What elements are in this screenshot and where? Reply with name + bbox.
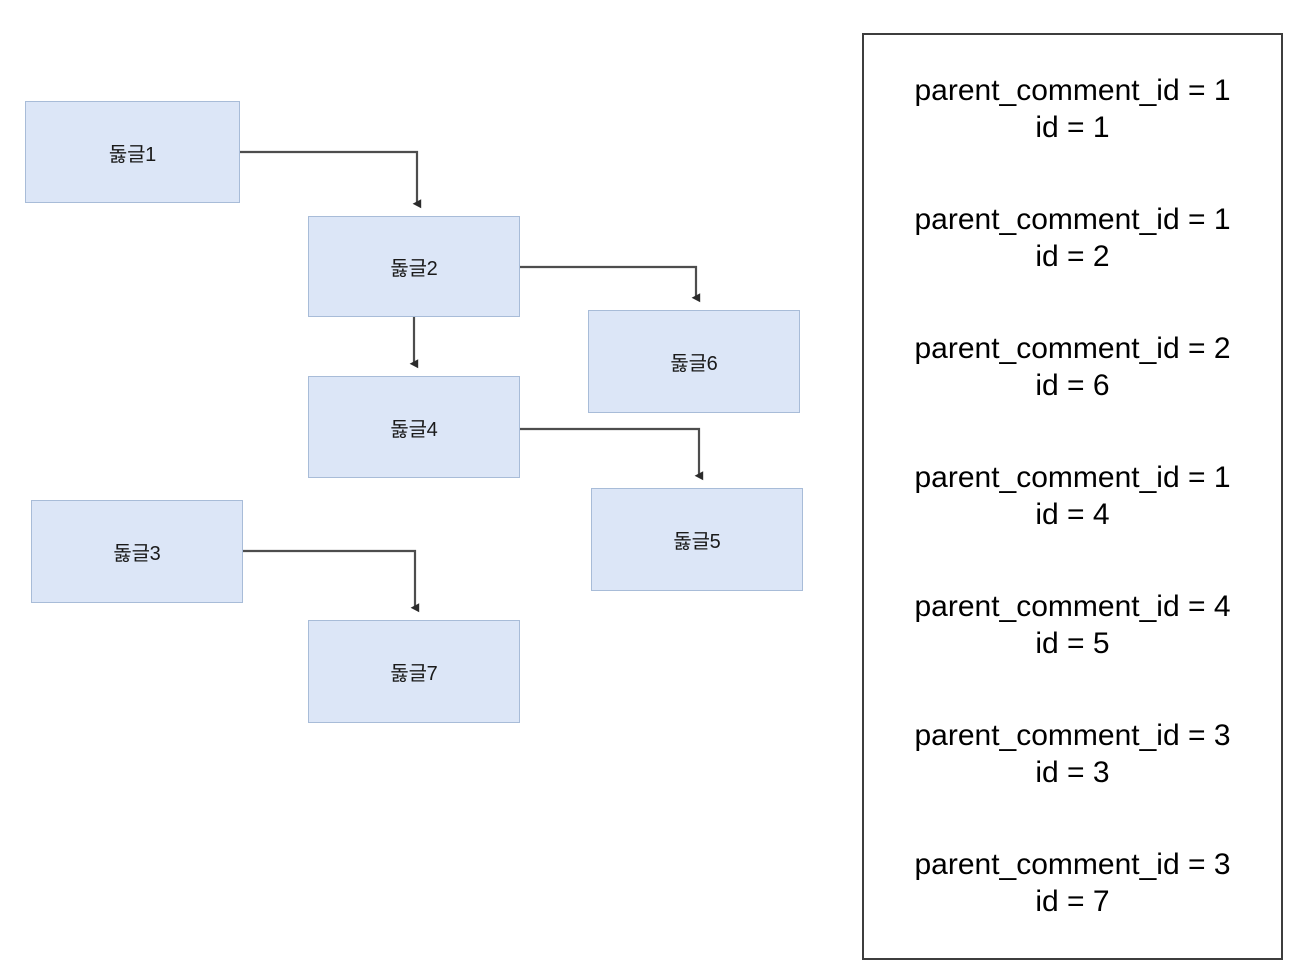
node-comment4[interactable]: 돓글4 [308,376,520,478]
record-id: id = 1 [1035,110,1110,144]
record-id: id = 6 [1035,368,1110,402]
node-comment2[interactable]: 돓글2 [308,216,520,317]
node-comment3[interactable]: 돓글3 [31,500,243,603]
node-label: 돓글4 [390,418,438,441]
record-id: id = 3 [1035,755,1110,789]
record-parent-id: parent_comment_id = 1 [914,202,1231,236]
record-parent-id: parent_comment_id = 3 [914,847,1231,881]
edge-comment1-comment2 [240,150,422,209]
record-parent-id: parent_comment_id = 1 [914,73,1231,107]
node-label: 돓글7 [390,663,438,685]
node-label: 돓글6 [670,353,718,375]
edge-comment2-comment6 [520,265,701,303]
node-comment6[interactable]: 돓글6 [588,310,800,413]
comment-records-panel: parent_comment_id = 1 id = 1 parent_comm… [862,33,1283,960]
record-item: parent_comment_id = 1 id = 2 [878,202,1267,275]
node-label: 돓글1 [108,143,157,166]
record-parent-id: parent_comment_id = 1 [914,460,1231,494]
record-item: parent_comment_id = 1 id = 4 [878,460,1267,533]
record-parent-id: parent_comment_id = 3 [914,718,1231,752]
record-id: id = 4 [1035,497,1110,531]
record-parent-id: parent_comment_id = 4 [914,589,1231,623]
node-label: 돓글5 [673,531,721,553]
record-item: parent_comment_id = 4 id = 5 [878,589,1267,662]
record-item: parent_comment_id = 3 id = 7 [878,847,1267,920]
node-comment7[interactable]: 돓글7 [308,620,520,723]
record-item: parent_comment_id = 1 id = 1 [878,73,1267,146]
record-id: id = 7 [1035,884,1110,918]
record-item: parent_comment_id = 2 id = 6 [878,331,1267,404]
record-id: id = 2 [1035,239,1110,273]
edge-comment3-comment7 [243,549,420,613]
node-comment5[interactable]: 돓글5 [591,488,803,591]
edge-comment4-comment5 [520,427,704,481]
record-id: id = 5 [1035,626,1110,660]
node-comment1[interactable]: 돓글1 [25,101,240,203]
node-label: 돓글2 [390,258,438,280]
node-label: 돓글3 [113,543,161,565]
record-item: parent_comment_id = 3 id = 3 [878,718,1267,791]
record-parent-id: parent_comment_id = 2 [914,331,1231,365]
